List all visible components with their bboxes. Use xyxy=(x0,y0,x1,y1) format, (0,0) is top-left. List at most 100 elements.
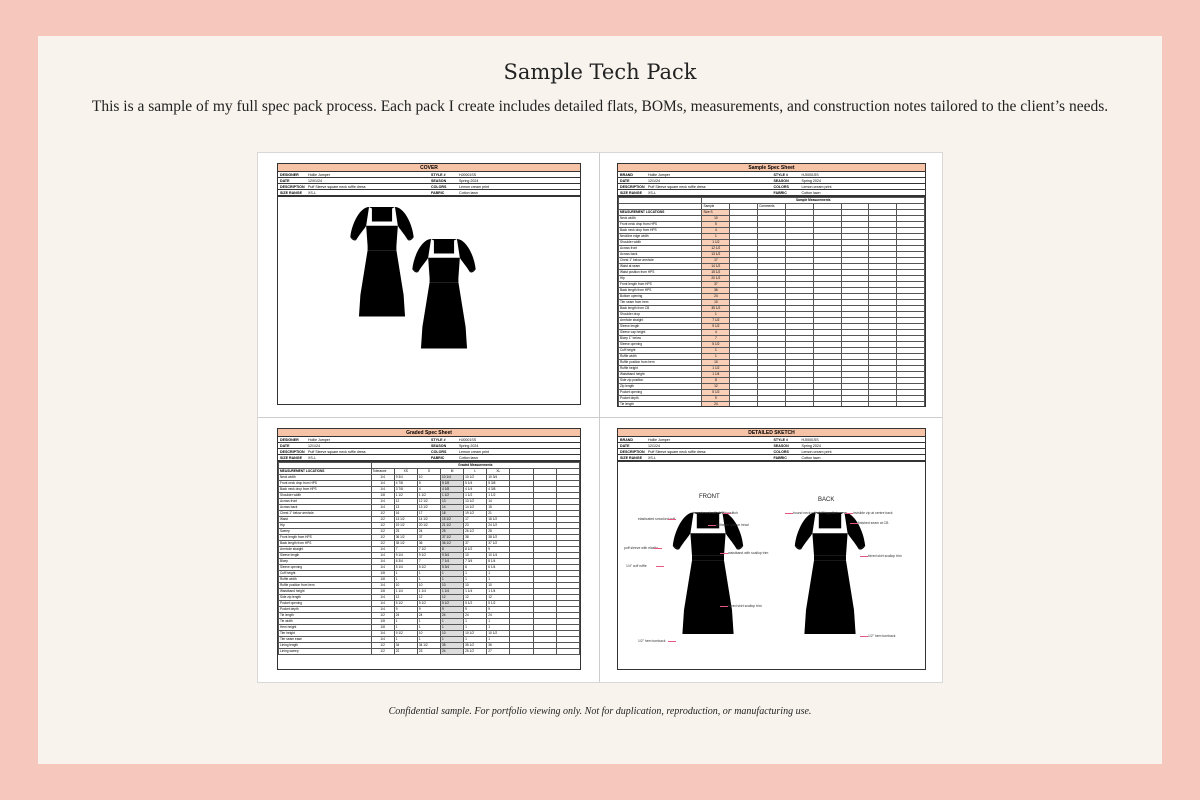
field-value: XS-L xyxy=(648,456,656,460)
graded-value: 22 xyxy=(393,648,418,655)
field-label: FABRIC xyxy=(431,456,445,460)
info-field: COLORS Lemon cream print xyxy=(429,449,580,455)
back-callout: 1/2" hem turnback xyxy=(868,634,896,638)
graded-value: 23 xyxy=(416,648,441,655)
graded-value: 27 xyxy=(486,648,511,655)
back-view-label: BACK xyxy=(818,497,835,503)
back-callout: invisible zip at centre back xyxy=(853,511,893,515)
field-value: HJ0001SS xyxy=(459,173,477,177)
field-value: Cotton lawn xyxy=(459,191,478,195)
callout-leader xyxy=(785,513,793,514)
front-callout: waistband with scallop trim xyxy=(728,551,769,555)
field-value: Puff Sleeve square neck ruffle dress xyxy=(308,185,366,189)
callout-leader xyxy=(860,556,868,557)
info-field: FABRIC Cotton lawn xyxy=(429,455,580,461)
field-label: DESCRIPTION xyxy=(280,450,305,454)
callout-leader xyxy=(723,513,731,514)
empty-cell xyxy=(555,648,580,655)
field-label: SIZE RANGE xyxy=(620,191,642,195)
field-label: SIZE RANGE xyxy=(280,191,302,195)
field-value: HJ0001SS xyxy=(801,438,819,442)
field-label: STYLE # xyxy=(773,438,789,442)
graded-value: 24 xyxy=(439,648,465,655)
field-label: DATE xyxy=(280,444,290,448)
field-label: DESCRIPTION xyxy=(620,450,645,454)
callout-leader xyxy=(860,636,868,637)
empty-cell xyxy=(532,648,557,655)
back-callout: finished seam at CB xyxy=(858,521,889,525)
field-value: Spring 2024 xyxy=(801,179,821,183)
field-label: SIZE RANGE xyxy=(280,456,302,460)
empty-cell xyxy=(729,401,759,406)
info-field: DESIGNER Hollie Jumper xyxy=(278,172,429,178)
back-flat-sketch xyxy=(408,232,480,357)
front-callout: gathered sleeve head xyxy=(716,523,749,527)
info-field: STYLE # HJ0001SS xyxy=(429,172,580,178)
field-label: DATE xyxy=(620,179,630,183)
info-field: STYLE #HJ0001SS xyxy=(429,437,580,443)
field-value: Spring 2024 xyxy=(459,444,479,448)
field-value: 12/1/24 xyxy=(648,444,660,448)
front-callout: 1/4" cuff ruffle xyxy=(626,564,647,568)
field-label: DATE xyxy=(280,179,290,183)
divider-horizontal xyxy=(258,417,942,418)
field-label: DESIGNER xyxy=(280,173,299,177)
field-value: Puff Sleeve square neck ruffle dress xyxy=(648,185,706,189)
callout-leader xyxy=(668,519,676,520)
field-label: COLORS xyxy=(431,450,447,454)
field-label: COLORS xyxy=(431,185,447,189)
callout-leader xyxy=(708,525,716,526)
field-label: SEASON xyxy=(773,444,789,448)
field-value: Hollie Jumper xyxy=(308,438,330,442)
info-field: STYLE # HJ0001SS xyxy=(771,437,925,443)
info-field: FABRIC Cotton lawn xyxy=(429,190,580,196)
empty-cell xyxy=(509,648,534,655)
field-value: Hollie Jumper xyxy=(308,173,330,177)
tolerance-value: 1/2 xyxy=(370,648,395,655)
field-value: Lemon cream print xyxy=(801,185,832,189)
field-value: XS-L xyxy=(308,191,316,195)
callout-leader xyxy=(656,566,664,567)
info-field: STYLE #HJ0001SS xyxy=(771,172,925,178)
field-label: COLORS xyxy=(773,450,789,454)
field-label: STYLE # xyxy=(431,173,446,177)
field-value: Lemon cream print xyxy=(459,185,489,189)
field-label: FABRIC xyxy=(431,191,445,195)
field-value: Puff Sleeve square neck ruffle dress xyxy=(308,450,366,454)
field-label: BRAND xyxy=(620,438,633,442)
empty-cell xyxy=(868,401,898,406)
field-value: Lemon cream print xyxy=(459,450,489,454)
front-callout: puff sleeve with elastic xyxy=(624,546,658,550)
field-value: Cotton lawn xyxy=(459,456,478,460)
spec-title: Sample Spec Sheet xyxy=(618,164,925,172)
